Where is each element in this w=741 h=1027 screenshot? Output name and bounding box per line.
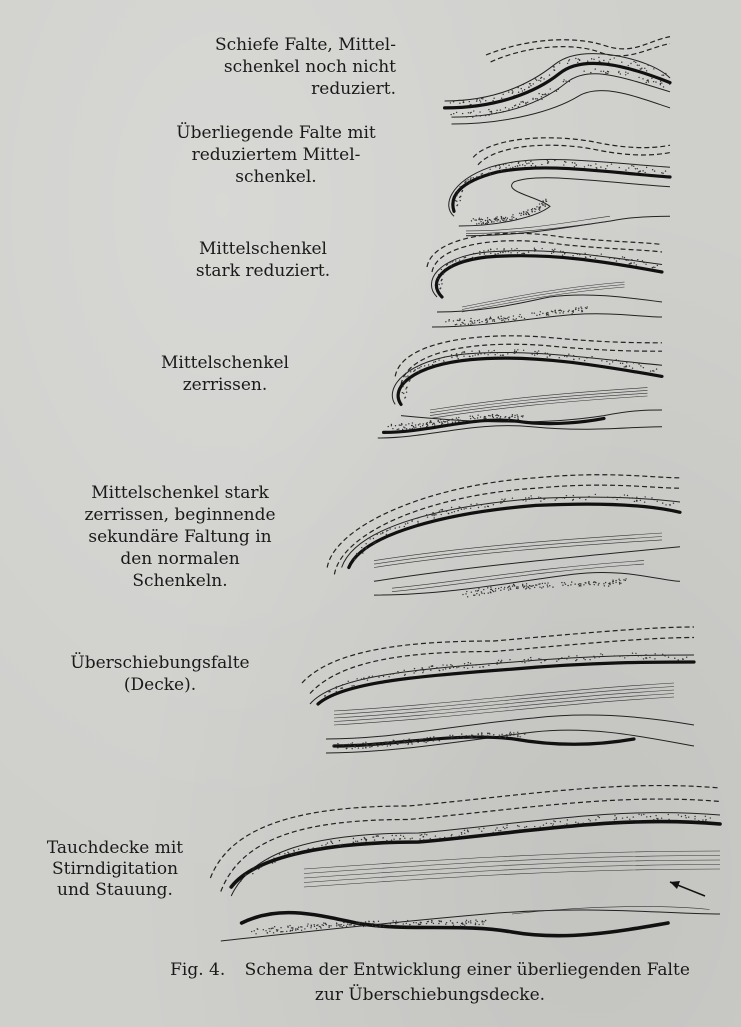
- stage-1-label: Schiefe Falte, Mittel- schenkel noch nic…: [168, 34, 396, 100]
- stipple-dots: [462, 578, 626, 597]
- fold-diagram-4: [372, 326, 662, 438]
- stage-6-label: Überschiebungsfalte (Decke).: [60, 652, 260, 696]
- layer-boundary-line: [445, 54, 670, 101]
- fold-diagram-3: [412, 222, 662, 322]
- hatch-line: [374, 533, 662, 561]
- dashed-layer-line: [327, 475, 680, 568]
- layer-boundary-line: [459, 178, 670, 226]
- thick-layer-line: [349, 504, 680, 567]
- hatch-line: [462, 287, 625, 312]
- stage-2-label: Überliegende Falte mit reduziertem Mitte…: [160, 122, 392, 188]
- caption-line-2: zur Überschiebungsdecke.: [150, 983, 710, 1008]
- dashed-layer-line: [491, 44, 670, 62]
- fold-diagram-7: [200, 770, 720, 950]
- layer-boundary-line: [401, 410, 662, 422]
- layer-boundary-line: [452, 74, 671, 117]
- stipple-dots: [450, 68, 670, 117]
- hatch-line: [392, 561, 644, 589]
- layer-boundary-line: [452, 91, 671, 124]
- thick-layer-line: [384, 418, 604, 432]
- thrust-arrow-head: [670, 881, 680, 889]
- caption-line-1: Schema der Entwicklung einer überliegend…: [245, 960, 690, 980]
- thick-layer-line: [231, 822, 720, 887]
- hatch-line: [430, 396, 648, 418]
- stage-3-label: Mittelschenkel stark reduziert.: [188, 238, 338, 282]
- stage-5-label: Mittelschenkel stark zerrissen, beginnen…: [55, 482, 305, 592]
- stipple-dots: [437, 248, 658, 290]
- layer-boundary-line: [374, 547, 680, 582]
- dashed-layer-line: [473, 138, 670, 158]
- thick-layer-line: [453, 168, 670, 211]
- fold-diagram-6: [294, 620, 694, 760]
- fold-diagram-2: [430, 128, 670, 226]
- fold-diagram-1: [440, 32, 670, 124]
- hatch-line: [334, 690, 674, 718]
- dashed-layer-line: [334, 485, 680, 574]
- figure-caption: Fig. 4. Schema der Entwicklung einer übe…: [150, 958, 710, 1008]
- layer-boundary-line: [378, 426, 662, 438]
- thick-layer-line: [445, 63, 670, 108]
- hatch-line: [304, 851, 720, 869]
- layer-boundary-line: [437, 295, 662, 312]
- stipple-dots: [402, 349, 658, 398]
- fold-diagram-5: [320, 464, 680, 602]
- stipple-dots: [471, 199, 547, 225]
- stage-4-label: Mittelschenkel zerrissen.: [150, 352, 300, 396]
- hatch-line: [374, 540, 662, 568]
- stipple-dots: [445, 306, 588, 325]
- stage-7-label: Tauchdecke mit Stirndigitation und Stauu…: [20, 838, 210, 901]
- dashed-layer-line: [302, 627, 694, 683]
- layer-boundary-line: [231, 813, 720, 896]
- figure-number: Fig. 4.: [170, 960, 225, 980]
- thick-layer-line: [334, 737, 634, 746]
- stipple-dots: [324, 653, 687, 697]
- thick-layer-line: [318, 662, 694, 704]
